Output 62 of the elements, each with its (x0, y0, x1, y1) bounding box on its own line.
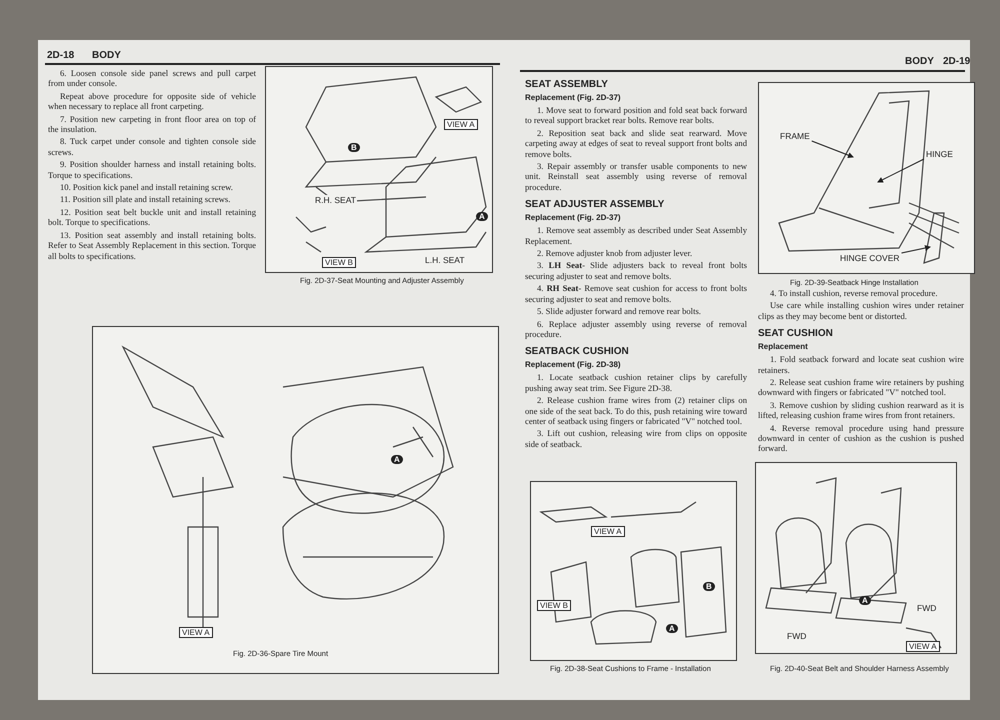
instruction-paragraph: 6. Replace adjuster assembly using reverse of removal procedure. (525, 318, 747, 340)
instruction-paragraph: Repeat above procedure for opposite side of vehicle when necessary to replace all front carpeting. (48, 90, 256, 112)
section-heading: SEAT ASSEMBLY (525, 79, 609, 90)
instruction-paragraph: 2. Reposition seat back and slide seat rearward. Move carpeting away at edges of seat to reveal support front bolts and remove bolts. (525, 128, 747, 160)
callout-letter: A (391, 455, 403, 464)
direction-label: FWD (786, 631, 808, 641)
view-tag: VIEW A (444, 119, 478, 130)
part-label: FRAME (779, 131, 811, 141)
instruction-paragraph: 13. Position seat assembly and install retaining bolts. Refer to Seat Assembly Replacement in this section. Torque all bolts to specifications. (48, 230, 256, 261)
callout-letter: A (859, 596, 871, 605)
part-label: HINGE COVER (839, 253, 901, 263)
callout-letter: A (666, 624, 678, 633)
instruction-paragraph: 1. Remove seat assembly as described under Seat Assembly Replacement. (525, 225, 747, 246)
callout-letter: B (703, 582, 715, 591)
instruction-paragraph: 7. Position new carpeting in front floor area on top of the insulation. (48, 114, 256, 134)
callout-letter: B (348, 143, 360, 152)
instruction-paragraph: 2. Release cushion frame wires from (2) retainer clips on one side of the seat back. To do this, push retaining wire toward center of seatback using fingers or fabricated "V" notched tool. (525, 395, 747, 426)
instruction-paragraph: 1. Locate seatback cushion retainer clips by carefully pushing away seat trim. See Figure 2D-38. (525, 372, 747, 394)
instruction-paragraph: 6. Loosen console side panel screws and pull carpet from under console. (48, 68, 256, 89)
subheading: Replacement (758, 342, 809, 352)
view-tag: VIEW B (322, 257, 356, 268)
view-tag: VIEW A (591, 526, 625, 537)
instruction-paragraph: 3. LH Seat- Slide adjusters back to reveal front bolts securing adjuster to seat and remove bolts. (525, 260, 747, 282)
seatback-hinge-drawing (778, 90, 960, 264)
instruction-paragraph: 5. Slide adjuster forward and remove rear bolts. (536, 306, 702, 316)
instruction-paragraph: 4. RH Seat- Remove seat cushion for access to front bolts securing adjuster to seat and remove bolts. (525, 283, 747, 304)
view-tag: VIEW A (179, 627, 213, 638)
section-header: BODY (92, 50, 121, 61)
part-label: L.H. SEAT (424, 255, 466, 265)
instruction-paragraph: 8. Tuck carpet under console and tighten console side screws. (48, 136, 256, 158)
callout-letter: A (476, 212, 488, 221)
subheading: Replacement (Fig. 2D-38) (525, 360, 622, 370)
instruction-paragraph: 9. Position shoulder harness and install retaining bolts. Torque to specifications. (48, 159, 256, 180)
leader-line (811, 140, 854, 158)
page-number: 2D-19 (943, 56, 970, 67)
instruction-paragraph: 3. Repair assembly or transfer usable components to new unit. Reinstall seat assembly using reverse of removal procedure. (525, 161, 747, 192)
instruction-paragraph: Use care while installing cushion wires under retainer clips as they may become bent or distorted. (758, 300, 964, 322)
direction-label: FWD (916, 603, 938, 613)
view-tag: VIEW B (537, 600, 572, 611)
leader-line (901, 245, 931, 254)
instruction-paragraph: 2. Remove adjuster knob from adjuster lever. (536, 248, 694, 258)
part-label: R.H. SEAT (314, 195, 357, 205)
instruction-paragraph: 3. Remove cushion by sliding cushion rearward as it is lifted, releasing cushion frame wires from front retainers. (758, 400, 964, 421)
instruction-paragraph: 4. To install cushion, reverse removal procedure. (769, 288, 938, 298)
view-tag: VIEW A (906, 641, 940, 652)
part-label: HINGE (925, 149, 954, 159)
section-heading: SEATBACK CUSHION (525, 346, 630, 358)
instruction-paragraph: 11. Position sill plate and install retaining screws. (59, 194, 232, 205)
section-heading: SEAT CUSHION (758, 328, 834, 340)
subheading: Replacement (Fig. 2D-37) (525, 213, 622, 222)
page-number: 2D-18 (47, 50, 74, 61)
instruction-paragraph: 1. Move seat to forward position and fold seat back forward to reveal support bracket rear bolts. Remove rear bolts. (525, 105, 747, 126)
instruction-paragraph: 1. Fold seatback forward and locate seat cushion wire retainers. (758, 354, 964, 376)
leader-line (877, 158, 924, 182)
instruction-paragraph: 4. Reverse removal procedure using hand pressure downward in center of cushion as the cushion is pushed forward. (758, 422, 964, 454)
instruction-paragraph: 2. Release seat cushion frame wire retainers by pushing downward with fingers or fabricated "V" notched tool. (758, 377, 964, 398)
instruction-paragraph: 10. Position kick panel and install retaining screw. (59, 182, 234, 192)
instruction-paragraph: 12. Position seat belt buckle unit and install retaining bolt. Torque to specifications. (48, 206, 256, 228)
subheading: Replacement (Fig. 2D-37) (525, 93, 622, 102)
section-header: BODY (905, 56, 934, 67)
section-heading: SEAT ADJUSTER ASSEMBLY (525, 199, 666, 210)
instruction-paragraph: 3. Lift out cushion, releasing wire from clips on opposite side of seatback. (525, 428, 747, 450)
